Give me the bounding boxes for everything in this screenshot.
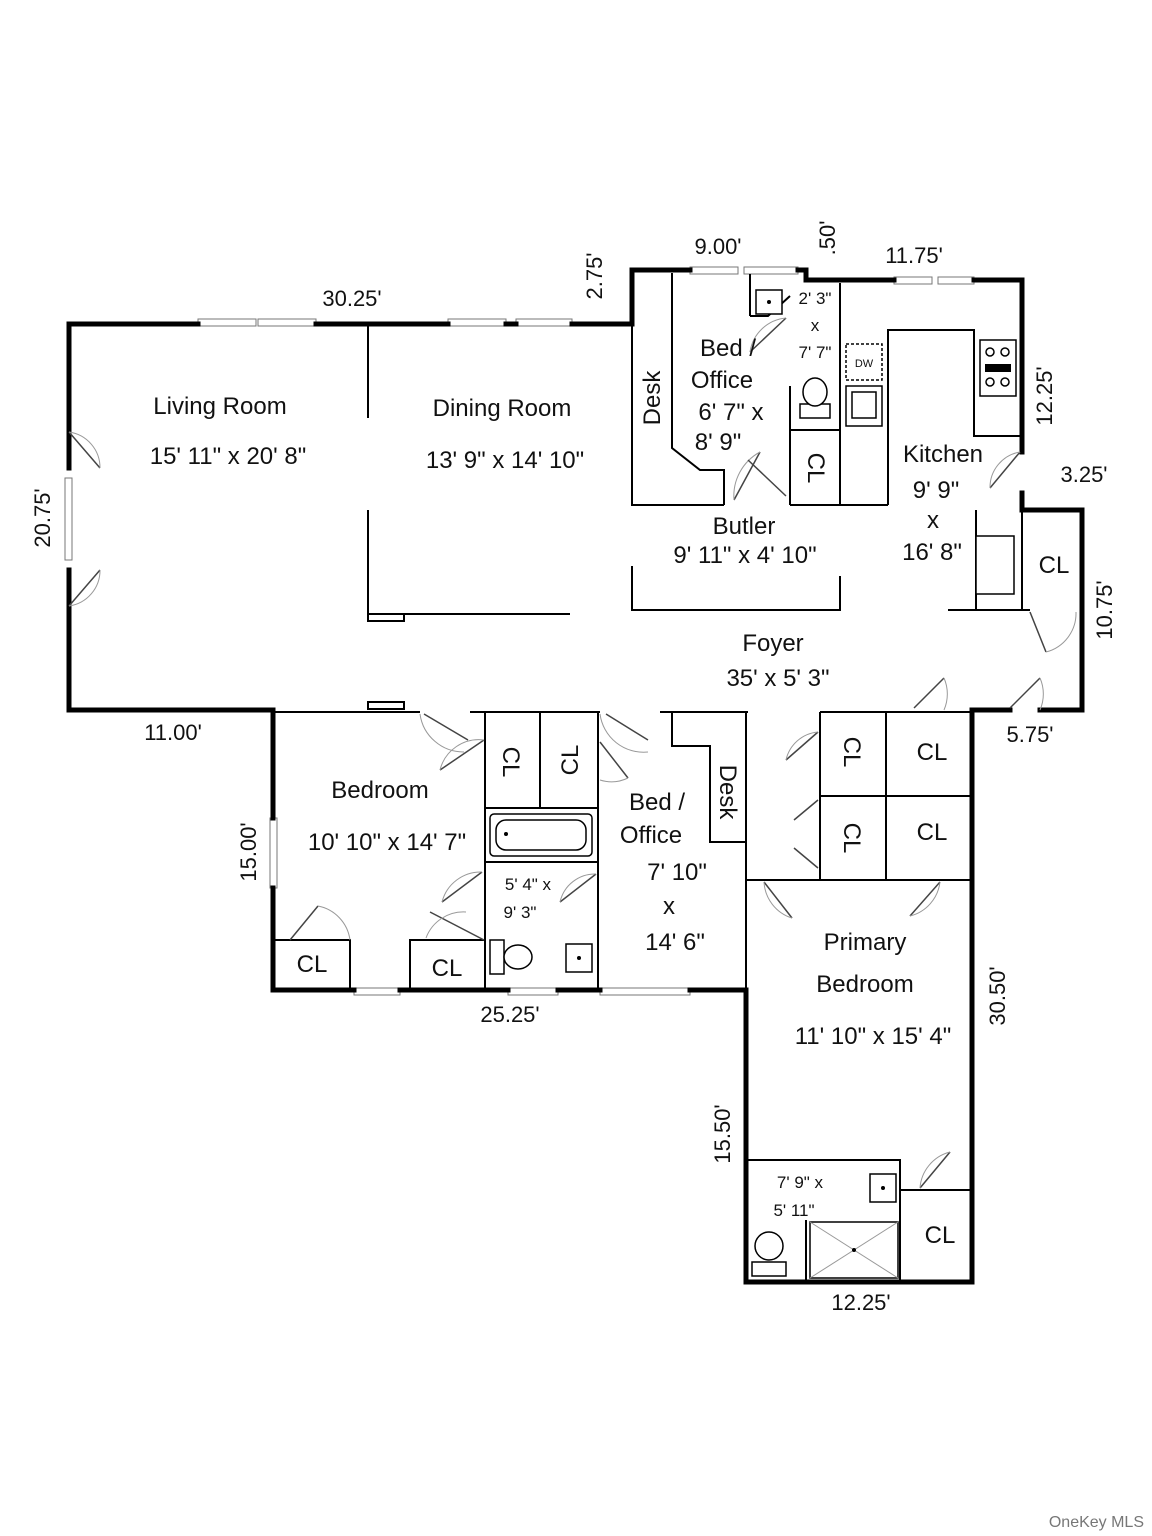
sink-icon: [565, 943, 593, 973]
desk-label-upper: Desk: [639, 370, 666, 426]
dining-room-size: 13' 9" x 14' 10": [426, 447, 584, 474]
primary-bedroom-name-1: Primary: [824, 929, 907, 956]
dim-step-1100: 11.00': [144, 720, 202, 745]
doors: [68, 317, 1077, 1189]
bed-office-lower-name-1: Bed /: [629, 789, 685, 816]
dim-step-275: 2.75': [582, 252, 607, 299]
half-bath-size-3: 7' 7": [799, 343, 832, 362]
closet-label: CL: [917, 739, 948, 766]
half-bath-size-1: 2' 3": [799, 289, 832, 308]
closet-label: CL: [297, 951, 328, 978]
bed-office-lower-size-3: 14' 6": [645, 929, 705, 956]
shower-icon: [809, 1221, 899, 1279]
dim-bedroom-left: 15.00': [236, 822, 261, 881]
kitchen-size-1: 9' 9": [913, 477, 959, 504]
hall-bath-size-1: 5' 4" x: [505, 875, 552, 894]
fixtures: DW: [489, 289, 1017, 1279]
dining-room-name: Dining Room: [433, 395, 572, 422]
dim-kitchen-width: 11.75': [885, 243, 943, 268]
bed-office-upper-size-2: 8' 9": [695, 429, 741, 456]
kitchen-name: Kitchen: [903, 441, 983, 468]
toilet-icon: [489, 939, 533, 975]
fridge-icon: [975, 535, 1015, 595]
hall-bath-size-2: 9' 3": [504, 903, 537, 922]
dim-step-575: 5.75': [1006, 722, 1053, 747]
half-bath-size-2: x: [811, 316, 820, 335]
svg-text:DW: DW: [855, 358, 874, 370]
dim-bottom-wing: 25.25': [480, 1002, 539, 1027]
closet-label: CL: [838, 823, 865, 854]
closet-label: CL: [497, 747, 524, 778]
dim-primary-bottom: 12.25': [831, 1290, 890, 1315]
watermark: OneKey MLS: [1048, 1514, 1144, 1531]
primary-bedroom-size: 11' 10" x 15' 4": [795, 1023, 952, 1050]
kitchen-sink-icon: [845, 385, 883, 427]
toilet-icon: [751, 1231, 787, 1277]
dim-closet-right: 10.75': [1092, 580, 1117, 639]
bedroom-name: Bedroom: [331, 777, 428, 804]
closet-label: CL: [557, 745, 584, 776]
exterior-walls: [66, 267, 1085, 1285]
dimension-labels: 30.25' 2.75' 9.00' .50' 11.75' 12.25' 3.…: [30, 221, 1117, 1315]
primary-bedroom-name-2: Bedroom: [816, 971, 913, 998]
sink-icon: [755, 289, 783, 315]
dim-bed-office-width: 9.00': [694, 234, 741, 259]
dim-step-050: .50': [815, 221, 840, 256]
dim-left-wall: 20.75': [30, 488, 55, 547]
stove-icon: [979, 339, 1017, 397]
bed-office-upper-name-2: Office: [691, 367, 753, 394]
closet-label: CL: [802, 453, 829, 484]
foyer-size: 35' x 5' 3": [726, 665, 829, 692]
bed-office-upper-name-1: Bed /: [700, 335, 756, 362]
toilet-icon: [799, 377, 831, 419]
closet-label: CL: [917, 819, 948, 846]
dim-step-325: 3.25': [1060, 462, 1107, 487]
bed-office-lower-size-2: x: [663, 893, 675, 920]
kitchen-size-2: x: [927, 507, 939, 534]
interior-walls: [275, 270, 1030, 1282]
foyer-name: Foyer: [742, 630, 803, 657]
desk-label-lower: Desk: [714, 765, 741, 821]
bed-office-lower-size-1: 7' 10": [647, 859, 707, 886]
dim-primary-left: 15.50': [710, 1104, 735, 1163]
closet-label: CL: [432, 955, 463, 982]
dim-primary-right: 30.50': [985, 966, 1010, 1025]
sink-icon: [869, 1173, 897, 1203]
dim-kitchen-right: 12.25': [1032, 366, 1057, 425]
living-room-size: 15' 11" x 20' 8": [150, 443, 307, 470]
dishwasher-icon: DW: [845, 343, 883, 381]
room-labels: Living Room 15' 11" x 20' 8" Dining Room…: [150, 289, 1070, 1249]
closet-label: CL: [838, 737, 865, 768]
kitchen-size-3: 16' 8": [902, 539, 962, 566]
butler-size: 9' 11" x 4' 10": [673, 542, 816, 569]
living-room-name: Living Room: [153, 393, 286, 420]
closet-label: CL: [1039, 552, 1070, 579]
bed-office-upper-size-1: 6' 7" x: [698, 399, 763, 426]
closet-label: CL: [925, 1222, 956, 1249]
butler-name: Butler: [713, 513, 776, 540]
bathtub-icon: [489, 813, 593, 857]
dim-top-living-dining: 30.25': [322, 286, 381, 311]
bedroom-size: 10' 10" x 14' 7": [308, 829, 466, 856]
primary-bath-size-1: 7' 9" x: [777, 1173, 824, 1192]
primary-bath-size-2: 5' 11": [773, 1201, 814, 1220]
bed-office-lower-name-2: Office: [620, 822, 682, 849]
